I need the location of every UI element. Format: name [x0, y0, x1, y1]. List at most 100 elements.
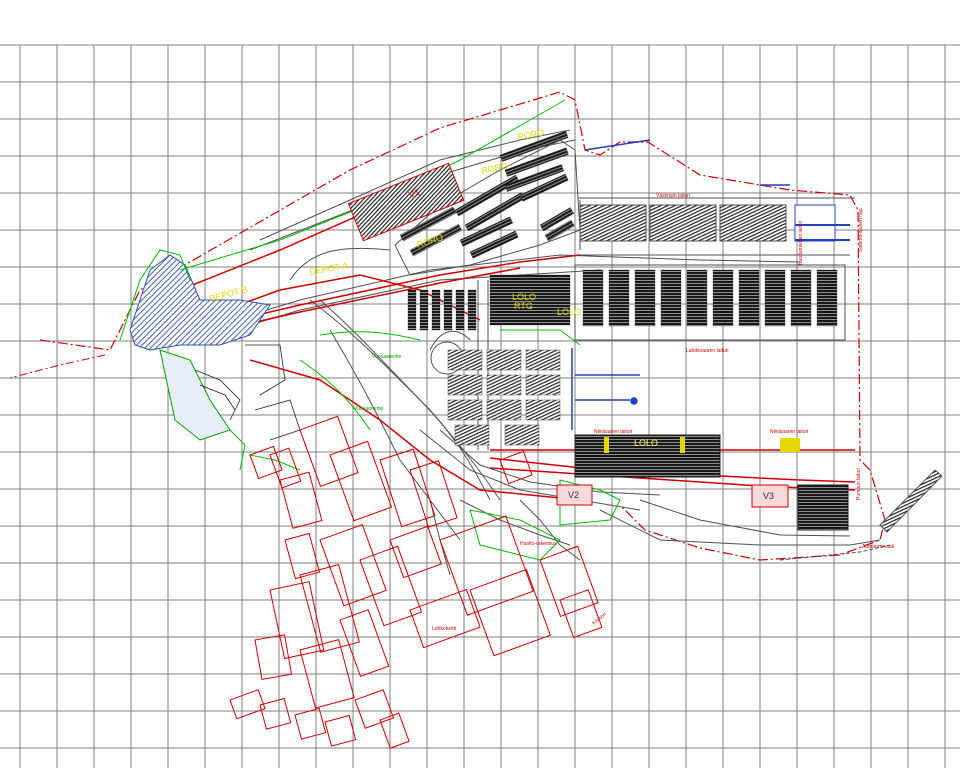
container-block [504, 424, 540, 446]
building-outline [409, 460, 458, 528]
container-block [486, 349, 522, 371]
label-autoterminaali: Autoterminaali [862, 544, 894, 550]
lolo-stack [686, 269, 708, 327]
zone-v1: V1 [407, 187, 421, 200]
building-outline [249, 445, 283, 480]
label-nuottamiehen: Nuottamiehen laituri [798, 221, 804, 265]
container-block [525, 399, 561, 421]
building-outline [499, 450, 533, 485]
roro-stack [504, 164, 564, 192]
lolo-stack [407, 289, 417, 331]
v1-area [347, 162, 465, 242]
building-outline [254, 634, 293, 680]
roro-stack [459, 216, 514, 247]
roro-stack [544, 219, 575, 242]
label-vuosaarentie-2: Vuosaarentie [354, 406, 383, 412]
lolo-stack [489, 274, 571, 326]
lolo-stack [634, 269, 656, 327]
road-network [199, 129, 881, 576]
building-outline [229, 689, 266, 720]
autoterminaali-ramp [879, 469, 943, 533]
niinisaari-yellow-2 [680, 437, 685, 453]
blue-quay-features [571, 139, 790, 430]
building-outline [294, 707, 327, 740]
zone-lolo-3: LOLO [634, 438, 658, 448]
port-boundary [39, 91, 886, 561]
building-outline [299, 639, 355, 709]
lolo-stack [455, 289, 465, 331]
zone-lolo-1: LOLO [512, 292, 536, 302]
building-outline [379, 448, 436, 528]
container-block [447, 349, 483, 371]
quay-blocks-right [574, 264, 846, 341]
building-outline [439, 515, 534, 616]
lolo-stack [790, 269, 812, 327]
label-vastingin: Västingin laituri [656, 193, 690, 199]
building-outline [409, 588, 481, 649]
lolo-container-stacks [407, 269, 838, 446]
niinisaari-terminal [574, 434, 721, 478]
roro-stack [539, 207, 575, 232]
depot-west-cluster [194, 344, 301, 441]
street-labels: Vuosaarentie Vuosaarentie Lahdesaaren la… [354, 193, 894, 632]
label-lohkoheitti: Lohkoheitti [432, 626, 456, 632]
roro-field-outline [394, 139, 581, 276]
container-block [525, 374, 561, 396]
lolo-stack [608, 269, 630, 327]
lolo-stack [816, 269, 838, 327]
lolo-stack [660, 269, 682, 327]
building-outline [354, 689, 395, 729]
building-outline [284, 532, 321, 580]
label-satama-alue: Satama-alueen raja [858, 208, 864, 252]
container-block [454, 424, 490, 446]
building-outline [539, 545, 599, 618]
building-outline [339, 609, 390, 678]
building-outline [359, 545, 423, 627]
building-outline [259, 697, 292, 730]
v3-area [751, 484, 789, 508]
lolo-stack [738, 269, 760, 327]
zone-lolo-2: LOLO [557, 307, 581, 317]
container-block [447, 374, 483, 396]
building-outline [324, 714, 357, 747]
roro-stack [454, 174, 520, 217]
container-block [486, 399, 522, 421]
niinisaari-yellow-1 [604, 437, 609, 453]
boundary-southwest [9, 354, 106, 379]
label-vuosaarentie: Vuosaarentie [372, 354, 401, 360]
lolo-stack [443, 289, 453, 331]
roro-stack [499, 130, 569, 162]
label-niinisaaren-2: Niinisaaren laituri [770, 429, 808, 435]
depot-b-green-edge [119, 249, 191, 341]
building-outline [469, 568, 551, 657]
lolo-stack [712, 269, 734, 327]
container-block [486, 374, 522, 396]
v2-area [556, 484, 593, 506]
container-block [525, 349, 561, 371]
east-stack-2 [780, 438, 800, 452]
roro-stack [504, 147, 569, 177]
zone-depot-a: DEPOT A [309, 260, 349, 277]
label-lahdesaaren: Lahdesaaren laituri [686, 348, 729, 354]
lolo-stack [582, 269, 604, 327]
zone-roro-1: RORO [517, 127, 545, 142]
building-outline [269, 447, 302, 489]
label-kivikon: Kivikon [591, 611, 607, 626]
building-outline [329, 440, 393, 522]
roro-stack [409, 223, 463, 257]
vastingin-warehouses [579, 204, 850, 242]
depot-b-area [129, 254, 271, 351]
zone-rtg: RTG [514, 301, 533, 311]
building-outline [379, 712, 410, 749]
building-outline [389, 525, 442, 579]
label-huolto: Huolto-rakennus [520, 541, 557, 547]
autoterminaali-lines [779, 544, 891, 561]
east-stack [797, 484, 849, 531]
building-outline [299, 564, 360, 653]
lolo-stack [764, 269, 786, 327]
label-niinisaaren: Niinisaaren laituri [594, 429, 632, 435]
building-outline [269, 581, 325, 660]
label-pumpunlaituri: Pumpun laituri [856, 468, 862, 500]
building-outline [279, 471, 323, 529]
